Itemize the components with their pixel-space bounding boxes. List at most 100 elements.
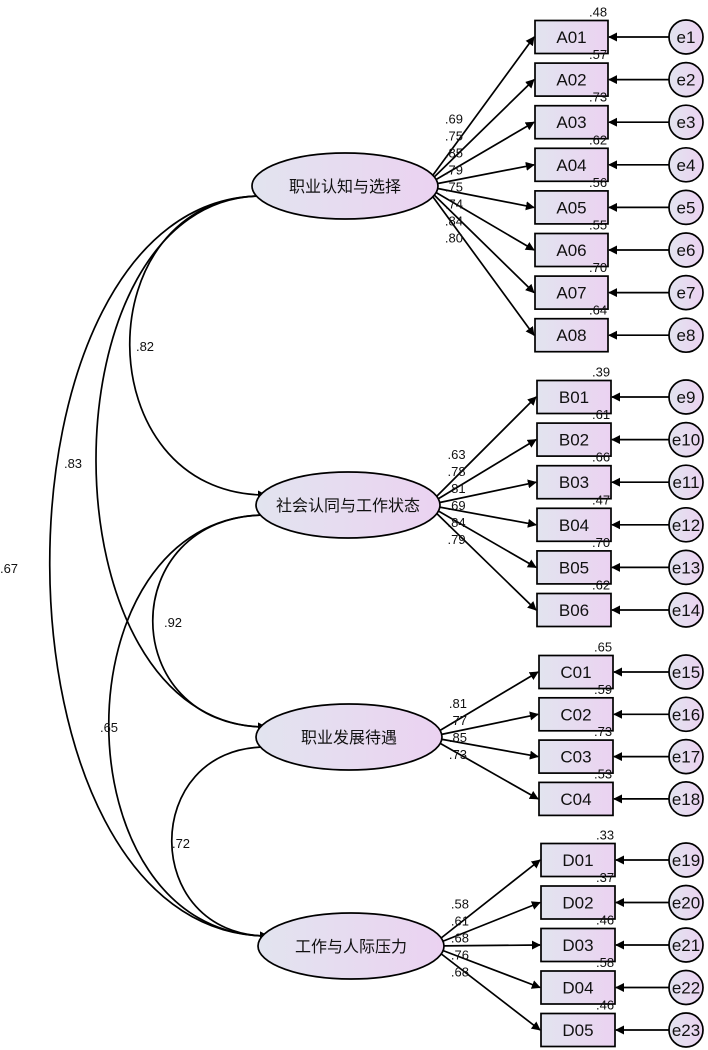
indicator-label-a03: A03 [556,113,586,132]
covariance-layer [48,191,275,941]
loading-value-b06: .79 [448,532,466,547]
indicator-box-d02 [540,885,616,920]
factor-ellipse-f1 [251,152,439,220]
factor-label-f1: 职业认知与选择 [289,177,401,196]
factor-ellipse-f4 [257,912,445,980]
loading-value-c04: .73 [449,747,467,762]
r2-value-d05: .46 [596,998,614,1013]
loading-arrow-b01 [427,396,537,506]
loading-value-a02: .75 [445,128,463,143]
error-label-e3: e3 [677,113,696,132]
error-circle-e23 [668,1012,704,1048]
error-label-e20: e20 [672,894,700,913]
error-circle-e19 [668,842,704,878]
loading-arrow-a02 [424,78,535,187]
indicator-box-a07 [534,275,609,310]
error-label-e1: e1 [677,28,696,47]
error-label-e16: e16 [672,705,700,724]
loading-arrow-a01 [424,36,535,187]
factor-ellipse-f2 [255,471,441,539]
r2-value-b02: .61 [592,407,610,422]
loading-arrow-b06 [427,504,537,611]
loading-arrow-c02 [428,711,539,738]
error-circle-e5 [668,189,704,226]
indicator-label-b03: B03 [559,473,589,492]
r2-value-a05: .56 [589,175,607,190]
loading-arrow-d05 [430,945,541,1031]
error-circle-e10 [668,421,704,458]
loading-arrow-c04 [428,736,539,800]
error-circle-e1 [668,19,704,55]
loading-arrow-c03 [428,736,539,760]
r2-value-d02: .37 [596,870,614,885]
error-label-e6: e6 [677,241,696,260]
indicator-label-b04: B04 [559,516,589,535]
error-label-e9: e9 [677,388,696,407]
indicator-label-c03: C03 [560,748,591,767]
error-label-e11: e11 [672,473,699,492]
indicator-box-b04 [536,507,612,543]
r2-value-b06: .62 [592,578,610,593]
covariance-arc-f1-f4 [48,191,271,941]
r2-value-b01: .39 [592,365,610,380]
indicator-label-b02: B02 [559,431,589,450]
covariance-arc-f1-f3 [95,191,271,732]
loading-value-d01: .58 [451,897,469,912]
factor-label-f2: 社会认同与工作状态 [276,496,420,515]
r2-value-c04: .53 [594,766,612,781]
indicator-box-c03 [538,739,614,774]
loading-value-a08: .80 [445,231,463,246]
factor-label-f3: 职业发展待遇 [301,728,397,747]
indicator-label-a01: A01 [556,28,586,47]
r2-value-a06: .55 [589,218,607,233]
indicator-box-a01 [534,19,609,55]
indicator-box-b02 [536,422,612,457]
error-circle-e6 [668,232,704,268]
indicator-box-a06 [534,232,609,268]
indicator-label-b01: B01 [559,388,589,407]
indicator-label-b06: B06 [559,601,589,620]
error-circle-e18 [668,781,704,817]
loading-arrow-b04 [427,504,537,528]
loading-value-d03: .68 [451,931,469,946]
indicator-box-b01 [536,379,612,415]
indicator-label-a08: A08 [556,326,586,345]
node-layer [251,19,704,1048]
error-label-e7: e7 [677,284,696,303]
r2-value-a04: .62 [589,132,607,147]
error-label-e12: e12 [672,516,700,535]
error-label-e8: e8 [677,326,696,345]
indicator-label-c04: C04 [560,790,591,809]
error-label-e15: e15 [672,663,700,682]
covariance-value-f1-f2: .82 [136,339,154,354]
loading-arrow-d02 [430,901,541,947]
indicator-label-d04: D04 [562,979,593,998]
r2-value-d04: .58 [596,955,614,970]
error-circle-e14 [668,592,704,628]
loading-value-c03: .85 [449,730,467,745]
indicator-box-b05 [536,550,612,585]
error-circle-e22 [668,969,704,1006]
error-circle-e15 [668,654,704,690]
factor-ellipse-f3 [255,703,443,771]
loading-value-a06: .74 [445,197,463,212]
loading-arrow-a04 [424,161,535,187]
error-label-e4: e4 [677,156,696,175]
error-circle-e2 [668,61,704,98]
indicator-label-a05: A05 [556,198,586,217]
indicator-label-d01: D01 [562,851,593,870]
error-circle-e3 [668,104,704,141]
indicator-box-a02 [534,62,609,97]
loading-arrow-d03 [430,940,541,950]
indicator-box-c01 [538,654,614,690]
error-circle-e9 [668,379,704,415]
r2-value-a03: .73 [589,90,607,105]
loading-value-b03: .81 [448,481,466,496]
loading-arrow-b03 [427,479,537,506]
loading-arrow-a05 [424,185,535,211]
loading-value-b02: .78 [448,464,466,479]
r2-value-d01: .33 [596,828,614,843]
error-label-e19: e19 [672,851,700,870]
